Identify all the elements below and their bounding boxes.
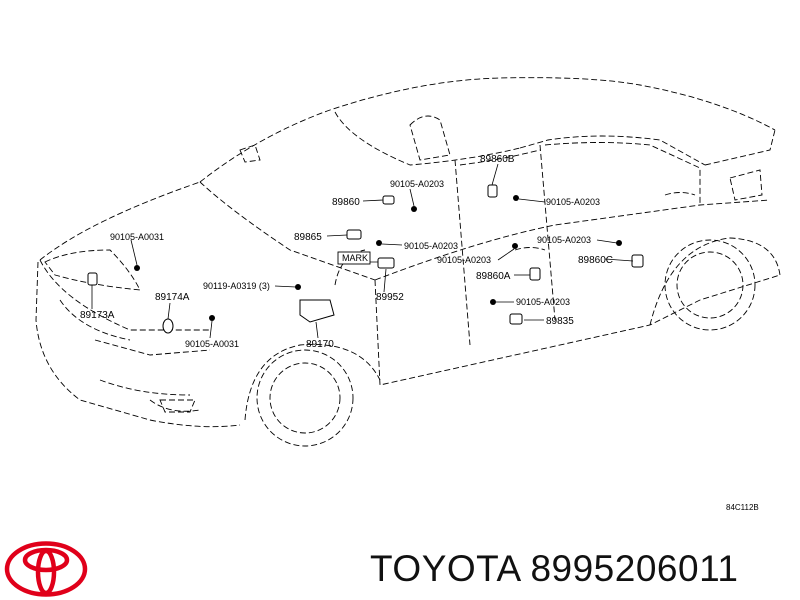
label-89174a: 89174A	[155, 292, 190, 303]
sensor-89865	[346, 229, 362, 240]
label-89865: 89865	[294, 232, 322, 243]
sensor-89860b	[487, 184, 498, 198]
bolt-labels: 90105-A0203 90105-A0203 90105-A0203 9010…	[110, 179, 600, 349]
bolt-icon	[295, 284, 301, 290]
mark-box	[337, 251, 371, 265]
label-bolt-a0203-mid: 90105-A0203	[404, 241, 458, 251]
sensor-89174a	[162, 318, 174, 334]
bolt-icon	[209, 315, 215, 321]
brand-title: TOYOTA 8995206011	[370, 548, 738, 590]
sensor-89860c	[631, 254, 644, 268]
bolt-icon	[490, 299, 496, 305]
bolts	[134, 195, 622, 321]
sensor-89952	[377, 257, 395, 269]
label-89860c: 89860C	[578, 255, 613, 266]
sensor-89170	[299, 299, 335, 323]
label-89860: 89860	[332, 197, 360, 208]
bolt-icon	[512, 243, 518, 249]
label-bolt-a0031-top: 90105-A0031	[110, 232, 164, 242]
label-bolt-a0203-low: 90105-A0203	[516, 297, 570, 307]
label-89860a: 89860A	[476, 271, 511, 282]
part-labels: 89860 89860B 89865 89174A 89173A 89952 8…	[80, 154, 613, 350]
car-outline	[35, 77, 781, 447]
label-bolt-a0203-center: 90105-A0203	[437, 255, 491, 265]
parts-diagram: MARK 89860 89860B 89865 89174A 89173A 89…	[35, 77, 781, 512]
bolt-icon	[411, 206, 417, 212]
label-89170: 89170	[306, 339, 334, 350]
label-89952: 89952	[376, 292, 404, 303]
bolt-icon	[513, 195, 519, 201]
label-89860b: 89860B	[480, 154, 515, 165]
reference-code: 84C112B	[726, 503, 759, 512]
label-89835: 89835	[546, 316, 574, 327]
sensor-89173a	[87, 272, 98, 286]
label-bolt-a0203-right: 90105-A0203	[546, 197, 600, 207]
label-89173a: 89173A	[80, 310, 115, 321]
label-bolt-a0203-top: 90105-A0203	[390, 179, 444, 189]
bolt-icon	[134, 265, 140, 271]
sensor-parts	[87, 184, 644, 334]
label-bolt-a0319: 90119-A0319 (3)	[203, 281, 270, 291]
sensor-89860	[382, 195, 395, 205]
bolt-icon	[616, 240, 622, 246]
sensor-89860a	[529, 267, 541, 281]
label-bolt-a0031-low: 90105-A0031	[185, 339, 239, 349]
bolt-icon	[376, 240, 382, 246]
toyota-logo-icon	[4, 541, 88, 597]
sensor-89835	[509, 313, 523, 325]
mark-label: MARK	[342, 253, 368, 263]
brand-name: TOYOTA	[370, 548, 520, 589]
part-number: 8995206011	[530, 548, 739, 589]
label-bolt-a0203-rear: 90105-A0203	[537, 235, 591, 245]
